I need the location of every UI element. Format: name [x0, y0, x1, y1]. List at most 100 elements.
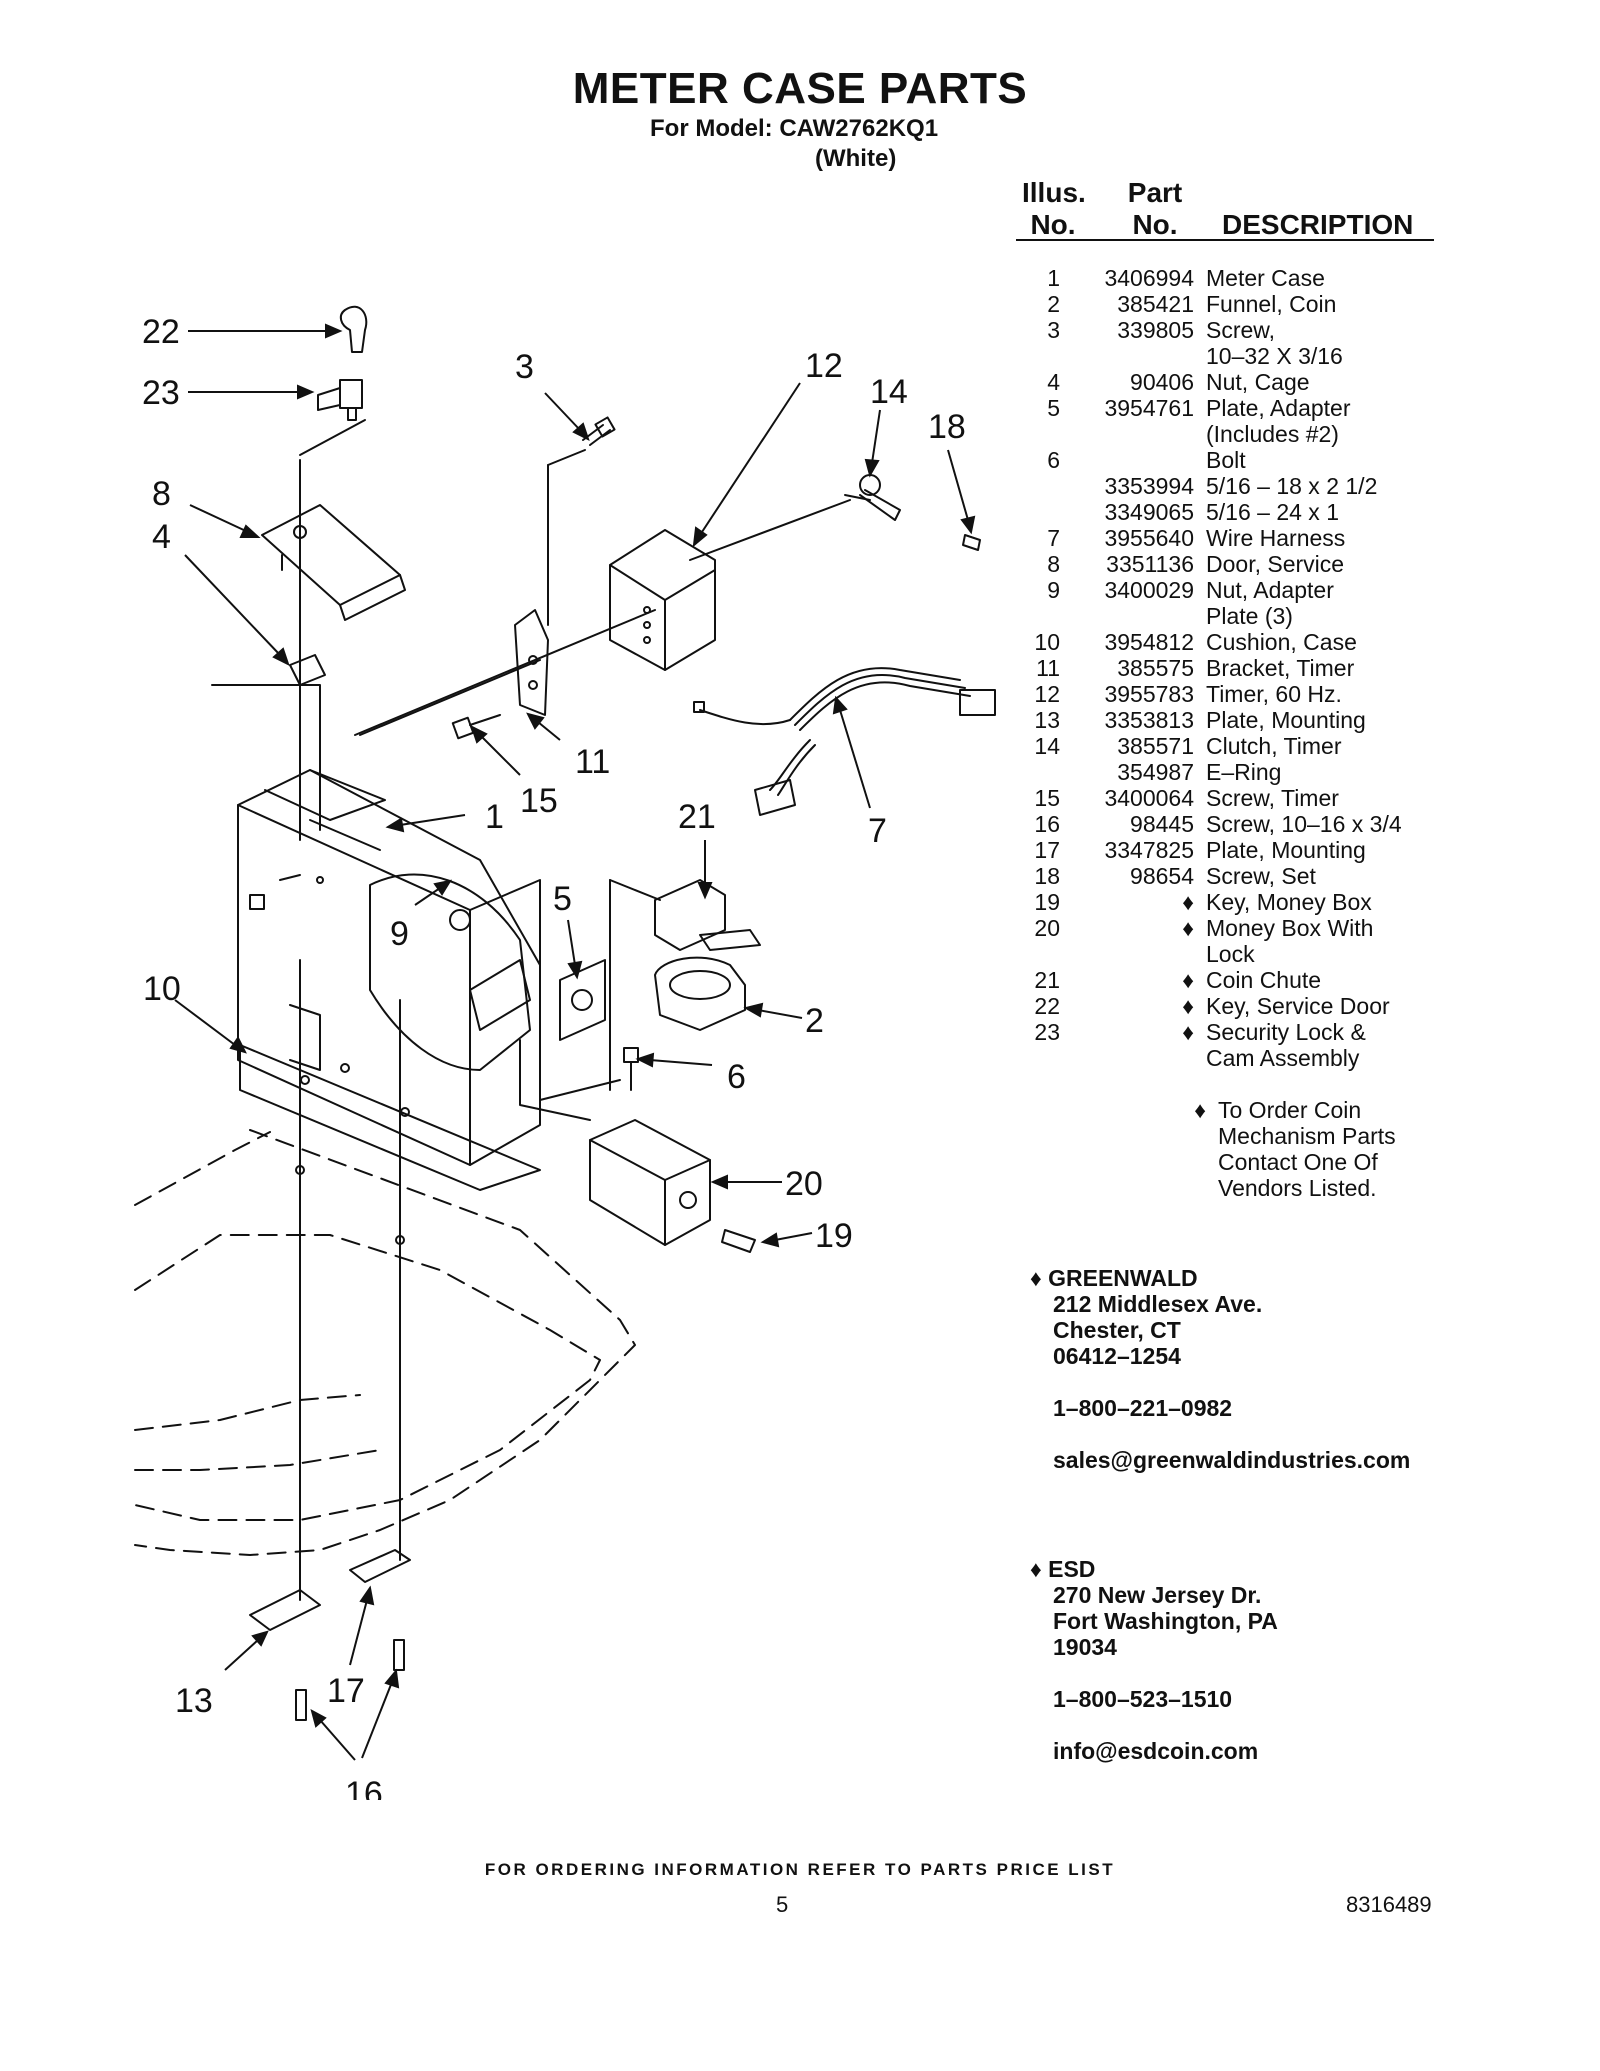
illus-column-header: Illus. No. — [1022, 177, 1086, 240]
screw-3 — [582, 416, 616, 446]
part-number: 98445 — [1130, 811, 1194, 837]
part-column-header: Part No. — [1127, 177, 1183, 240]
illus-number: 9 — [1047, 577, 1060, 603]
vendor-zip: 06412–1254 — [1053, 1343, 1181, 1369]
vendor-phone: 1–800–523–1510 — [1053, 1686, 1233, 1712]
header-rule — [1016, 239, 1434, 241]
part-description: Key, Money Box — [1206, 889, 1372, 915]
wire-harness — [693, 667, 996, 816]
part-description: Meter Case — [1206, 265, 1325, 291]
illus-number — [1010, 759, 1060, 785]
illus-number: 18 — [1034, 863, 1060, 889]
callout-17: 17 — [327, 1672, 365, 1710]
illus-number: 22 — [1034, 993, 1060, 1019]
illus-number: 4 — [1047, 369, 1060, 395]
callout-1: 1 — [485, 798, 504, 836]
timer-clutch — [844, 474, 901, 521]
part-number: 354987 — [1117, 759, 1194, 785]
vendor-name: ♦ ESD — [1030, 1556, 1096, 1582]
illus-number: 8 — [1047, 551, 1060, 577]
part-number: 3347825 — [1104, 837, 1194, 863]
part-description: Coin Chute — [1206, 967, 1322, 993]
mounting-plate-13 — [249, 1589, 321, 1631]
coin-chute — [654, 879, 761, 951]
cage-nut — [289, 654, 326, 686]
vendor-zip: 19034 — [1053, 1634, 1117, 1660]
illus-number: 19 — [1034, 889, 1060, 915]
part-description: 5/16 – 24 x 1 — [1206, 499, 1339, 525]
parts-row: 14 385571 Clutch, Timer — [1010, 733, 1450, 759]
part-number: ♦ — [1182, 1019, 1194, 1045]
callout-18: 18 — [928, 408, 966, 446]
part-description: Screw, Timer — [1206, 785, 1339, 811]
part-number: 3353813 — [1104, 707, 1194, 733]
vendor-esd: ♦ ESD 270 New Jersey Dr. Fort Washington… — [1030, 1556, 1278, 1764]
part-description: Timer, 60 Hz. — [1206, 681, 1342, 707]
part-description: Screw, Set — [1206, 863, 1316, 889]
model-line: For Model: CAW2762KQ1 — [650, 115, 939, 142]
vendor-name: ♦ GREENWALD — [1030, 1265, 1198, 1291]
illus-number: 12 — [1034, 681, 1060, 707]
illus-number: 16 — [1034, 811, 1060, 837]
illus-number — [1010, 473, 1060, 499]
callout-8: 8 — [152, 475, 171, 513]
part-description: Clutch, Timer — [1206, 733, 1342, 759]
illus-number: 1 — [1047, 265, 1060, 291]
description-column-header: DESCRIPTION — [1222, 209, 1414, 240]
illus-number: 20 — [1034, 915, 1060, 941]
diamond-symbol: ♦ — [1194, 1097, 1206, 1123]
part-number: 90406 — [1130, 369, 1194, 395]
illus-number: 7 — [1047, 525, 1060, 551]
callout-2: 2 — [805, 1002, 824, 1040]
illus-number: 14 — [1034, 733, 1060, 759]
adapter-plate — [559, 959, 606, 1041]
illus-number: 2 — [1047, 291, 1060, 317]
vendor-email: sales@greenwaldindustries.com — [1053, 1447, 1411, 1473]
vendor-address1: 270 New Jersey Dr. — [1053, 1582, 1262, 1608]
callout-21: 21 — [678, 798, 716, 836]
set-screw — [962, 534, 981, 551]
callout-20: 20 — [785, 1165, 823, 1203]
part-description: Bolt — [1206, 447, 1246, 473]
part-description: Door, Service — [1206, 551, 1345, 577]
security-lock — [317, 379, 363, 421]
part-number: 3400064 — [1104, 785, 1194, 811]
illus-number: 21 — [1034, 967, 1060, 993]
parts-row: 22 ♦ Key, Service Door — [1010, 993, 1450, 1019]
callout-14: 14 — [870, 373, 908, 411]
callout-23: 23 — [142, 374, 180, 412]
callout-3: 3 — [515, 348, 534, 386]
part-number: 3351136 — [1106, 551, 1194, 577]
bolt — [623, 1047, 639, 1091]
washer-base-outline — [134, 1129, 636, 1556]
part-description: Key, Service Door — [1206, 993, 1390, 1019]
part-description: Plate, Mounting — [1206, 707, 1366, 733]
part-number: 3353994 — [1104, 473, 1194, 499]
part-number: 385421 — [1117, 291, 1194, 317]
callout-5: 5 — [553, 880, 572, 918]
meter-case — [237, 769, 541, 1166]
callout-11: 11 — [575, 743, 610, 781]
part-number: 385575 — [1117, 655, 1194, 681]
page-title: METER CASE PARTS — [572, 64, 1028, 113]
callout-10: 10 — [143, 970, 181, 1008]
callout-13: 13 — [175, 1682, 213, 1720]
part-number: 385571 — [1117, 733, 1194, 759]
coin-funnel — [654, 956, 746, 1031]
illus-number: 5 — [1047, 395, 1060, 421]
parts-row: 20♦Money Box With Lock — [1010, 915, 1450, 967]
part-number: ♦ — [1182, 993, 1194, 1019]
illus-number: 11 — [1036, 655, 1060, 681]
part-description: 5/16 – 18 x 2 1/2 — [1206, 473, 1378, 499]
callout-15: 15 — [520, 782, 558, 820]
parts-row: 3353994 5/16 – 18 x 2 1/2 — [1010, 473, 1450, 499]
part-description: Nut, Adapter Plate (3) — [1206, 577, 1334, 629]
